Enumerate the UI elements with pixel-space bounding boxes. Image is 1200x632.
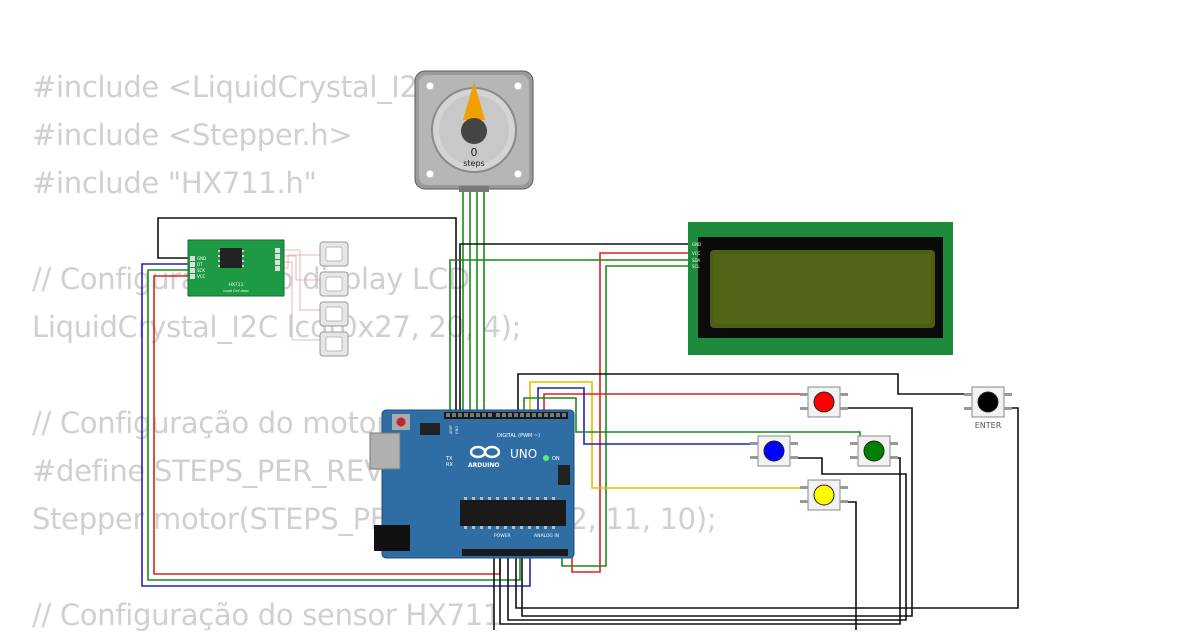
lcd-pin-label: SDA	[692, 258, 701, 263]
wire-lcd-gnd[interactable]	[459, 243, 690, 412]
arduino-model: UNO	[510, 447, 537, 461]
hx711-pin-label: DT	[197, 262, 203, 267]
arduino-gnd-label: GND	[455, 426, 459, 434]
arduino-power-label: POWER	[494, 533, 511, 539]
code-line: LiquidCrystal_I2C lcd(0x27, 20, 4);	[32, 310, 522, 344]
arduino-aref-label: AREF	[449, 425, 453, 434]
stepper-motor[interactable]: 0 steps	[414, 70, 534, 192]
wire-lcd-sda[interactable]	[449, 259, 690, 412]
reset-button[interactable]	[396, 417, 406, 427]
wire-lcd-scl[interactable]	[561, 265, 690, 567]
button-red[interactable]	[800, 386, 848, 418]
arduino-analog-label: ANALOG IN	[534, 533, 559, 539]
wire-lcd-vcc[interactable]	[571, 252, 690, 573]
wire-hx711-dt[interactable]	[141, 263, 531, 587]
power-led-icon	[543, 455, 549, 461]
lcd-display[interactable]: GND VCC SDA SCL	[688, 222, 953, 355]
arduino-on-label: ON	[552, 456, 560, 462]
stepper-needle-icon	[463, 82, 485, 120]
hx711-subtitle: Load Cell Amp	[223, 289, 249, 293]
button-enter[interactable]: ENTER	[964, 386, 1012, 430]
code-line: #include "HX711.h"	[32, 166, 317, 200]
button-green[interactable]	[850, 435, 898, 467]
hx711-pin-label: VCC	[197, 274, 206, 279]
load-cells	[319, 241, 349, 357]
arduino-logo-icon	[469, 445, 501, 459]
hx711-pin-label: SCK	[197, 268, 205, 273]
wire-button-enter[interactable]	[517, 373, 972, 412]
code-line: // Configuração do sensor HX711	[32, 598, 501, 632]
hx711-module[interactable]: GND DT SCK VCC HX711 Load Cell Amp	[187, 239, 285, 297]
wire-button-green[interactable]	[523, 397, 861, 444]
hx711-pin-label: GND	[197, 256, 206, 261]
code-line: #include <Stepper.h>	[32, 118, 353, 152]
lcd-pin-label: SCL	[692, 264, 700, 269]
hx711-title: HX711	[228, 282, 243, 288]
arduino-rx-label: RX	[446, 462, 453, 468]
lcd-pin-label: VCC	[692, 251, 701, 256]
arduino-digital-label: DIGITAL (PWM ~)	[497, 433, 540, 439]
wire-button-red[interactable]	[543, 393, 808, 412]
button-yellow[interactable]	[800, 479, 848, 511]
arduino-brand: ARDUINO	[468, 462, 499, 469]
wire-button-yellow[interactable]	[529, 381, 808, 489]
arduino-uno[interactable]: AREF GND DIGITAL (PWM ~) TX RX ARDUINO U…	[369, 409, 575, 559]
wire-button-blue[interactable]	[537, 387, 758, 445]
button-enter-label: ENTER	[975, 421, 1002, 430]
stepper-count: 0	[471, 146, 478, 159]
lcd-pin-label: GND	[692, 242, 701, 247]
button-blue[interactable]	[750, 435, 798, 467]
wire-hx711-sck[interactable]	[147, 269, 521, 581]
arduino-tx-label: TX	[445, 456, 453, 462]
wire-hx711-gnd[interactable]	[157, 217, 457, 412]
stepper-unit: steps	[463, 159, 484, 168]
